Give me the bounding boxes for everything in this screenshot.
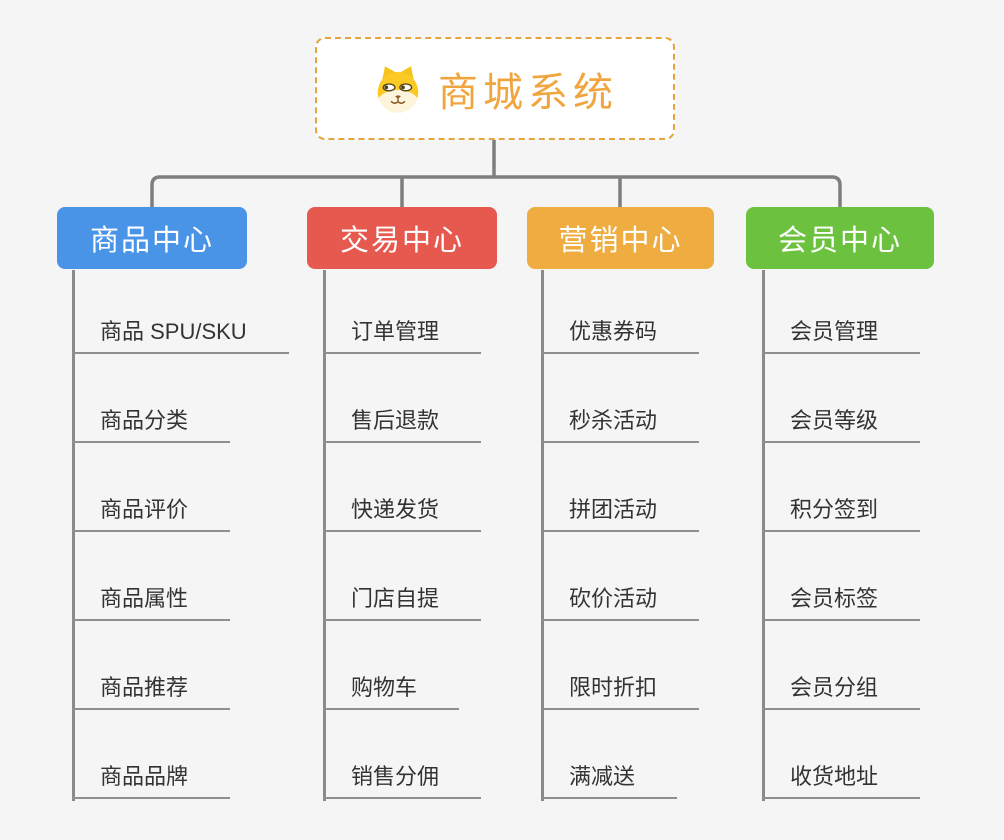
branch-node[interactable]: 营销中心 [527, 207, 714, 269]
leaf-node[interactable]: 订单管理 [323, 270, 482, 354]
branch-frame-line [150, 175, 842, 208]
leaf-label: 会员标签 [790, 586, 879, 611]
leaf-node[interactable]: 售后退款 [323, 354, 482, 443]
leaf-node[interactable]: 商品品牌 [72, 710, 231, 799]
branch-label: 交易中心 [339, 225, 464, 257]
leaf-node[interactable]: 商品评价 [72, 443, 231, 532]
branch-label: 商品中心 [89, 225, 214, 257]
leaf-label: 优惠券码 [569, 319, 658, 344]
leaf-node[interactable]: 会员等级 [762, 354, 921, 443]
leaf-label: 拼团活动 [569, 497, 658, 522]
leaf-label: 订单管理 [351, 319, 440, 344]
leaf-list: 会员管理 会员等级 积分签到 会员标签 会员分组 收货地址 [762, 270, 921, 799]
leaf-label: 限时折扣 [569, 675, 658, 700]
leaf-label: 收货地址 [790, 764, 879, 789]
leaf-node[interactable]: 会员分组 [762, 621, 921, 710]
leaf-label: 会员管理 [790, 319, 879, 344]
leaf-label: 积分签到 [790, 497, 879, 522]
leaf-node[interactable]: 销售分佣 [323, 710, 482, 799]
branch-node[interactable]: 交易中心 [307, 207, 497, 269]
leaf-label: 商品 SPU/SKU [100, 319, 247, 344]
leaf-label: 门店自提 [351, 586, 440, 611]
leaf-node[interactable]: 购物车 [323, 621, 460, 710]
leaf-label: 商品品牌 [100, 764, 189, 789]
branch-connector-line [72, 270, 75, 801]
leaf-label: 秒杀活动 [569, 408, 658, 433]
leaf-node[interactable]: 砍价活动 [541, 532, 700, 621]
leaf-label: 销售分佣 [351, 764, 440, 789]
leaf-node[interactable]: 限时折扣 [541, 621, 700, 710]
leaf-label: 售后退款 [351, 408, 440, 433]
leaf-label: 商品推荐 [100, 675, 189, 700]
leaf-node[interactable]: 收货地址 [762, 710, 921, 799]
leaf-node[interactable]: 优惠券码 [541, 270, 700, 354]
branch-node[interactable]: 会员中心 [746, 207, 934, 269]
leaf-label: 购物车 [351, 675, 418, 700]
leaf-label: 砍价活动 [569, 586, 658, 611]
leaf-list: 商品 SPU/SKU 商品分类 商品评价 商品属性 商品推荐 商品品牌 [72, 270, 289, 799]
leaf-list: 订单管理 售后退款 快递发货 门店自提 购物车 销售分佣 [323, 270, 482, 799]
leaf-node[interactable]: 积分签到 [762, 443, 921, 532]
doge-icon [377, 65, 419, 113]
leaf-label: 快递发货 [351, 497, 440, 522]
leaf-node[interactable]: 拼团活动 [541, 443, 700, 532]
leaf-list: 优惠券码 秒杀活动 拼团活动 砍价活动 限时折扣 满减送 [541, 270, 700, 799]
branch-label: 会员中心 [777, 225, 902, 257]
root-node[interactable]: 商城系统 [315, 37, 675, 140]
branch-connector-line [762, 270, 765, 801]
leaf-node[interactable]: 门店自提 [323, 532, 482, 621]
leaf-label: 商品评价 [100, 497, 189, 522]
leaf-label: 商品属性 [100, 586, 189, 611]
root-title: 商城系统 [438, 70, 618, 115]
leaf-label: 商品分类 [100, 408, 189, 433]
leaf-node[interactable]: 快递发货 [323, 443, 482, 532]
leaf-node[interactable]: 会员标签 [762, 532, 921, 621]
leaf-node[interactable]: 商品推荐 [72, 621, 231, 710]
leaf-label: 会员等级 [790, 408, 879, 433]
branch-connector-line [541, 270, 544, 801]
leaf-node[interactable]: 满减送 [541, 710, 678, 799]
branch-label: 营销中心 [558, 225, 683, 257]
leaf-node[interactable]: 秒杀活动 [541, 354, 700, 443]
leaf-node[interactable]: 商品 SPU/SKU [72, 270, 289, 354]
leaf-node[interactable]: 商品属性 [72, 532, 231, 621]
leaf-node[interactable]: 会员管理 [762, 270, 921, 354]
leaf-label: 满减送 [569, 764, 636, 789]
branch-connector-line [323, 270, 326, 801]
branch-node[interactable]: 商品中心 [57, 207, 247, 269]
leaf-label: 会员分组 [790, 675, 879, 700]
leaf-node[interactable]: 商品分类 [72, 354, 231, 443]
